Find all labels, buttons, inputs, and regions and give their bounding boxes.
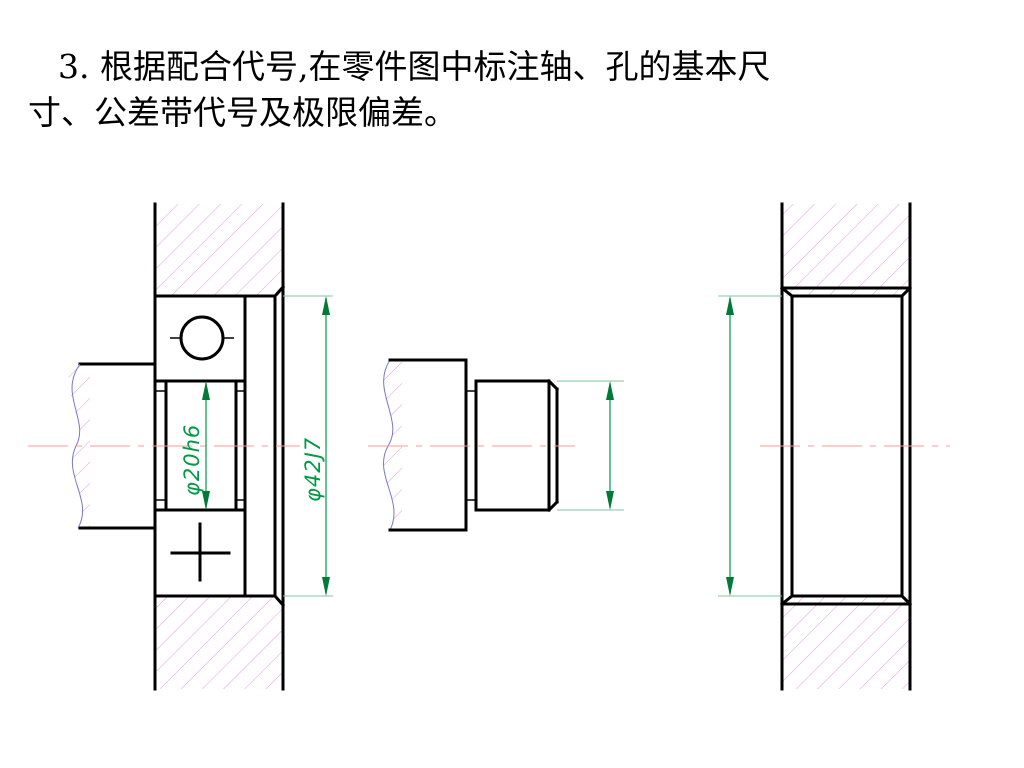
- housing-dimension-arrow-top: [726, 296, 734, 315]
- housing-part-view: [718, 202, 950, 691]
- shaft-part-break-hatch: [383, 360, 402, 530]
- housing-section-bottom: [155, 596, 283, 689]
- question-line-1: 3. 根据配合代号,在零件图中标注轴、孔的基本尺: [58, 47, 771, 86]
- assembly-view: φ20h6 φ42J7: [28, 202, 333, 691]
- shaft-part-view: [368, 358, 624, 532]
- housing-dimension-arrow-bottom: [726, 577, 734, 596]
- housing-part-section-top: [782, 204, 910, 296]
- bearing-ball: [179, 315, 225, 361]
- housing-section-top: [155, 204, 283, 296]
- dimension-hole-assembly: φ42J7: [301, 437, 325, 502]
- shaft-dimension-arrow-top: [606, 381, 614, 400]
- question-text: 3. 根据配合代号,在零件图中标注轴、孔的基本尺 寸、公差带代号及极限偏差。: [28, 44, 988, 136]
- housing-part-section-bottom: [782, 596, 910, 689]
- dimension-shaft-assembly: φ20h6: [180, 424, 204, 496]
- question-line-2: 寸、公差带代号及极限偏差。: [28, 93, 457, 132]
- shaft-dimension-arrow-bottom: [606, 491, 614, 510]
